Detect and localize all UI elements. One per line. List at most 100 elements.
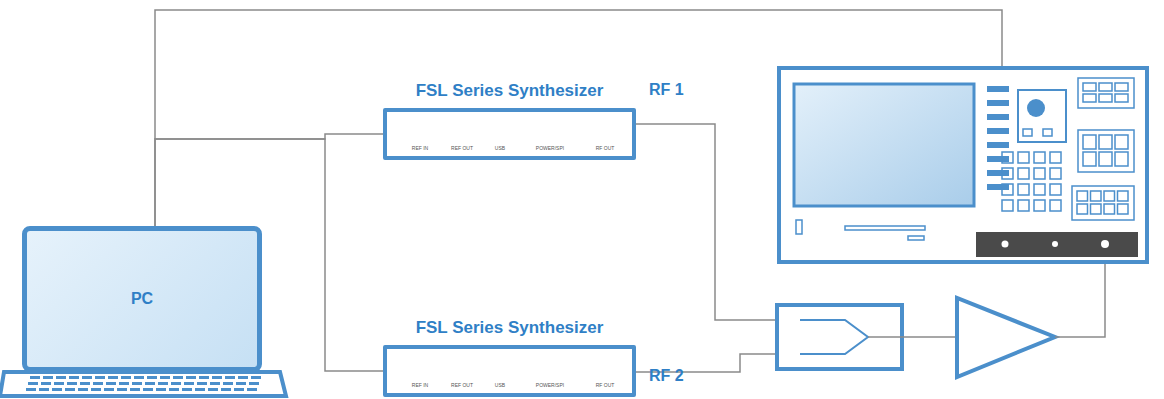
laptop-key — [26, 388, 36, 391]
softkey — [987, 142, 1009, 148]
softkey — [987, 184, 1009, 190]
connector — [1002, 241, 1009, 248]
key — [1002, 152, 1013, 163]
laptop-key — [145, 382, 155, 385]
amplifier-symbol — [957, 298, 1055, 377]
channel-label: RF 2 — [649, 367, 684, 385]
laptop-key — [108, 376, 118, 379]
laptop-key — [30, 376, 40, 379]
laptop-key — [54, 382, 64, 385]
laptop-key — [56, 376, 66, 379]
laptop-key — [199, 376, 209, 379]
laptop-key — [169, 388, 179, 391]
laptop-key — [80, 382, 90, 385]
softkey — [987, 86, 1009, 92]
disk-slot — [845, 226, 925, 230]
laptop-key — [134, 376, 144, 379]
laptop-key — [130, 388, 140, 391]
cable — [868, 336, 955, 338]
port-label: REF IN — [412, 145, 428, 151]
key — [1104, 191, 1115, 201]
port-label: POWER/SPI — [536, 382, 564, 388]
laptop-key — [238, 376, 248, 379]
key — [1091, 191, 1102, 201]
key — [1002, 184, 1013, 195]
laptop-key — [208, 388, 218, 391]
laptop-key — [197, 382, 207, 385]
laptop-key — [143, 388, 153, 391]
laptop-key — [210, 382, 220, 385]
key — [1050, 152, 1061, 163]
key — [1091, 204, 1102, 214]
key — [1002, 168, 1013, 179]
key — [1018, 200, 1029, 211]
key — [1050, 168, 1061, 179]
laptop-key — [236, 382, 246, 385]
laptop-key — [65, 388, 75, 391]
key — [1083, 135, 1096, 149]
key — [1115, 152, 1128, 166]
keypad-frame — [1078, 78, 1134, 108]
laptop-key — [186, 376, 196, 379]
laptop-key — [182, 388, 192, 391]
key — [1034, 168, 1045, 179]
synthesizer-box: FSL Series SynthesizerREF INREF OUTUSBPO… — [383, 108, 636, 160]
laptop-key — [69, 376, 79, 379]
key — [1118, 191, 1129, 201]
laptop-key — [67, 382, 77, 385]
laptop-key — [78, 388, 88, 391]
laptop-key — [119, 382, 129, 385]
softkey — [987, 156, 1009, 162]
key — [1115, 83, 1128, 91]
laptop-key — [195, 388, 205, 391]
key — [1034, 200, 1045, 211]
key — [1077, 191, 1088, 201]
key — [1002, 200, 1013, 211]
laptop-key — [184, 382, 194, 385]
laptop-key — [160, 376, 170, 379]
connector — [1101, 240, 1109, 248]
connector-strip — [976, 232, 1138, 257]
port-label: RF OUT — [596, 382, 615, 388]
softkey — [987, 114, 1009, 120]
button — [1023, 129, 1032, 136]
disk-slot — [908, 236, 924, 240]
laptop-key — [39, 388, 49, 391]
key — [1115, 135, 1128, 149]
key — [1083, 152, 1096, 166]
laptop-key — [247, 388, 257, 391]
laptop-key — [251, 376, 261, 379]
key — [1077, 204, 1088, 214]
pc-laptop: PC — [22, 226, 262, 372]
laptop-key — [225, 376, 235, 379]
key — [1034, 184, 1045, 195]
laptop-key — [95, 376, 105, 379]
softkey — [987, 128, 1009, 134]
key — [1018, 184, 1029, 195]
knob-panel — [1018, 90, 1066, 142]
control-wire — [155, 134, 383, 226]
disk-slot — [796, 220, 802, 234]
key — [1099, 152, 1112, 166]
keyboard — [26, 376, 261, 391]
port-label: USB — [495, 145, 505, 151]
key — [1018, 168, 1029, 179]
knob — [1027, 99, 1045, 117]
laptop-key — [234, 388, 244, 391]
port-label: RF OUT — [596, 145, 615, 151]
key — [1083, 94, 1096, 102]
key — [1099, 135, 1112, 149]
laptop-key — [223, 382, 233, 385]
device-title: FSL Series Synthesizer — [416, 318, 604, 338]
laptop-key — [121, 376, 131, 379]
device-label: PC — [131, 290, 153, 308]
laptop-key — [104, 388, 114, 391]
key — [1018, 152, 1029, 163]
laptop-key — [106, 382, 116, 385]
laptop-key — [28, 382, 38, 385]
key — [1050, 184, 1061, 195]
port-label: REF IN — [412, 382, 428, 388]
key — [1104, 204, 1115, 214]
laptop-key — [117, 388, 127, 391]
laptop-key — [173, 376, 183, 379]
